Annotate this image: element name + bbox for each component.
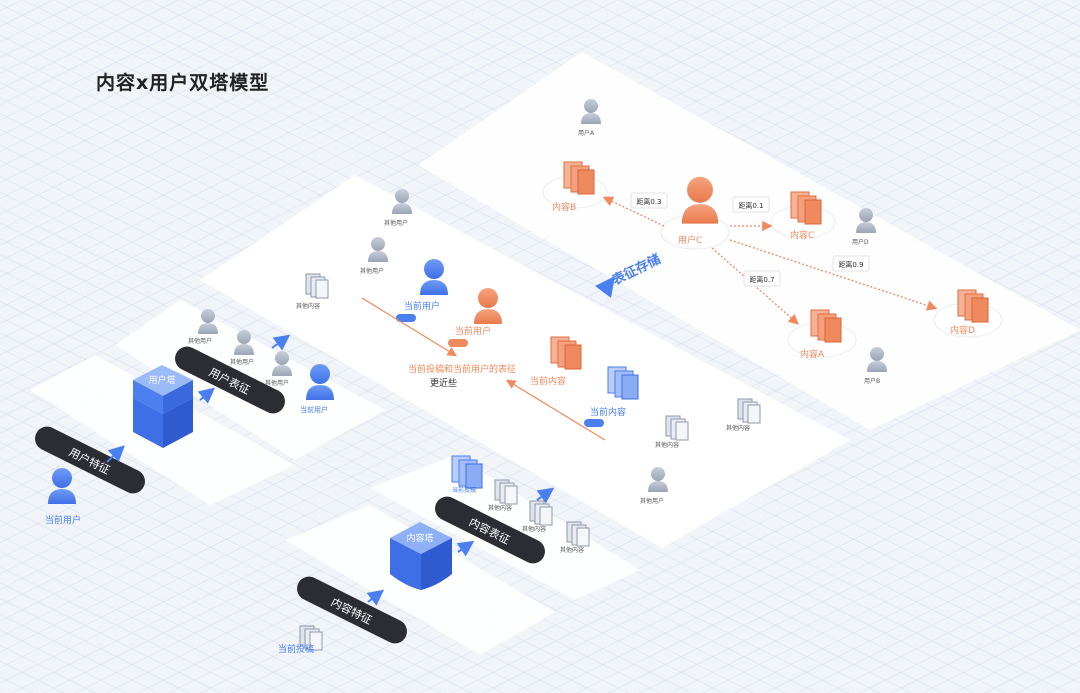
other-user-caption-2: 其他用户 <box>230 358 254 366</box>
current-post-caption: 当前投稿 <box>278 643 314 655</box>
arrow-content-feature-to-tower <box>366 589 385 606</box>
arrow-content-tower-to-embedding <box>456 540 475 557</box>
storage-current-content-orange-caption: 当前内容 <box>530 375 566 387</box>
storage-other-user-caption-1: 其他用户 <box>384 219 408 227</box>
other-content-icon-b <box>529 500 553 526</box>
distance-chip-c: 距离0.1 <box>732 196 770 213</box>
storage-other-content-caption-3: 其他内容 <box>726 424 750 432</box>
user-tower-label: 用户塔 <box>148 374 175 386</box>
distance-chip-d: 距离0.9 <box>832 255 870 272</box>
user-a-caption: 用户A <box>578 129 595 137</box>
distance-b-text: 距离0.3 <box>636 197 661 206</box>
storage-current-user-orange-caption: 当前用户 <box>455 325 491 337</box>
storage-other-content-3 <box>737 398 761 424</box>
content-b-caption: 内容B <box>552 201 576 213</box>
other-content-icon-c <box>566 521 590 547</box>
current-post-caption-2: 当前投稿 <box>452 486 476 494</box>
storage-other-content-1 <box>305 273 329 299</box>
content-tower-label: 内容塔 <box>406 532 433 544</box>
current-user-caption: 当前用户 <box>45 514 81 526</box>
arrow-content-closer <box>505 379 606 441</box>
current-user-caption-2: 当前用户 <box>300 405 328 414</box>
badge-orange-user <box>448 339 468 347</box>
storage-other-content-caption-2: 其他内容 <box>655 441 679 449</box>
other-content-icon-a <box>494 479 518 505</box>
storage-other-content-caption-1: 其他内容 <box>296 302 320 310</box>
content-tower-icon: 内容塔 <box>390 522 452 590</box>
other-content-caption-c: 其他内容 <box>560 546 584 554</box>
user-tower-icon: 用户塔 <box>133 365 193 448</box>
other-user-caption-1: 其他用户 <box>188 337 212 345</box>
distance-a-text: 距离0.7 <box>749 275 774 284</box>
storage-current-user-blue-caption: 当前用户 <box>404 300 440 312</box>
content-a-caption: 内容A <box>800 348 825 360</box>
arrow-content-embedding-to-storage <box>536 487 555 504</box>
user-d-caption: 用户D <box>852 238 869 246</box>
other-content-caption-a: 其他内容 <box>488 504 512 512</box>
arrow-tower-to-embedding <box>197 387 216 404</box>
distance-chip-a: 距离0.7 <box>743 270 781 287</box>
user-b-caption: 用户B <box>864 377 880 385</box>
storage-panel-right <box>418 52 1080 430</box>
storage-other-user-caption-2: 其他用户 <box>360 267 384 275</box>
goal-text-line1: 当前投稿和当前用户的表征 <box>408 363 516 375</box>
content-c-caption: 内容C <box>790 229 814 241</box>
distance-chip-b: 距离0.3 <box>630 192 668 209</box>
storage-panel-center <box>200 175 850 548</box>
distance-arrow-b <box>602 196 665 227</box>
arrow-feature-to-tower <box>106 445 125 463</box>
distance-c-text: 距离0.1 <box>738 201 763 210</box>
storage-arrow <box>595 276 615 298</box>
goal-text-line2: 更近些 <box>430 377 457 389</box>
user-c-caption: 用户C <box>678 234 702 246</box>
other-user-caption-3: 其他用户 <box>265 379 289 387</box>
other-content-caption-b: 其他内容 <box>522 525 546 533</box>
badge-blue-user <box>396 314 416 322</box>
current-user-person-icon <box>48 468 76 504</box>
content-d-caption: 内容D <box>950 324 975 336</box>
badge-blue-content <box>584 419 604 427</box>
user-c-icon <box>681 176 719 224</box>
distance-d-text: 距离0.9 <box>838 260 863 269</box>
page-title: 内容x用户双塔模型 <box>96 72 270 94</box>
storage-current-content-blue-caption: 当前内容 <box>590 406 626 418</box>
storage-other-user-caption-3: 其他用户 <box>640 497 664 505</box>
arrow-user-closer <box>361 297 458 357</box>
storage-other-content-2 <box>665 415 689 441</box>
arrow-embedding-to-storage <box>271 334 291 351</box>
